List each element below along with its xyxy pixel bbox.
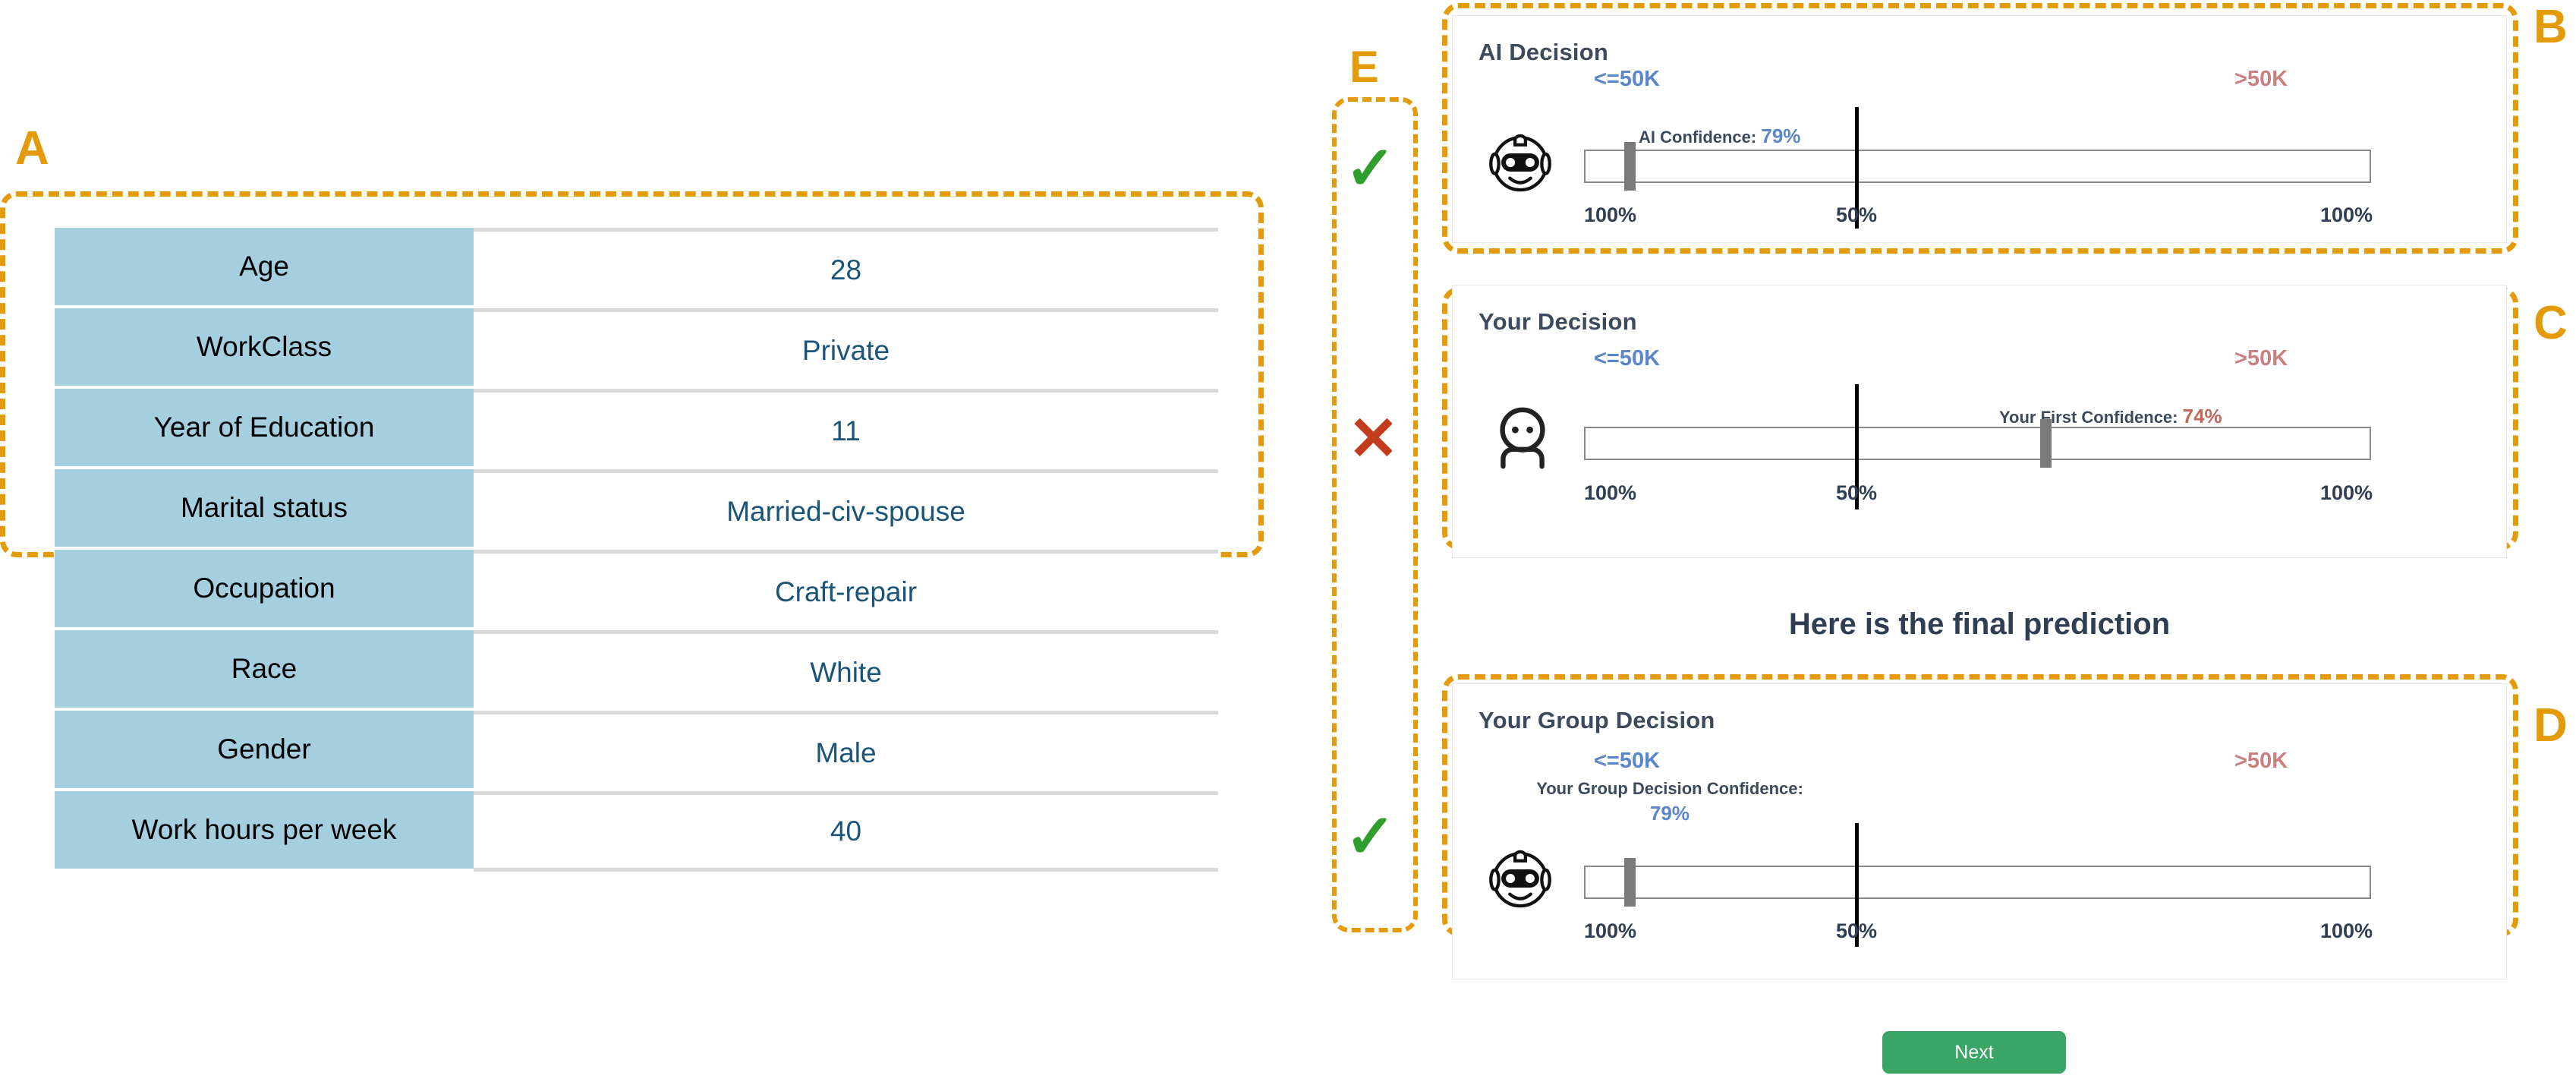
group-confidence-thumb[interactable] — [1624, 858, 1636, 907]
ai-tick-left: 100% — [1584, 203, 1637, 226]
your-confidence-track[interactable] — [1584, 427, 2371, 460]
ai-confidence-prefix: AI Confidence: — [1639, 128, 1757, 147]
ai-confidence-label: AI Confidence: 79% — [1639, 123, 1800, 150]
feature-value: 11 — [474, 389, 1218, 469]
next-button[interactable]: Next — [1882, 1031, 2066, 1074]
robot-icon — [1488, 130, 1553, 199]
verdict-group-check: ✓ — [1345, 803, 1397, 870]
final-prediction-heading: Here is the final prediction — [1788, 607, 2171, 641]
feature-value: Craft-repair — [474, 550, 1218, 630]
feature-key: Occupation — [55, 550, 474, 630]
feature-key: Age — [55, 228, 474, 308]
feature-value: Private — [474, 308, 1218, 389]
your-decision-slider-area: <=50K >50K Your First Confidence: 74% 10… — [1453, 285, 2506, 557]
ai-confidence-track[interactable] — [1584, 150, 2371, 183]
ai-tick-center: 50% — [1835, 203, 1878, 226]
your-confidence-label: Your First Confidence: 74% — [1999, 403, 2222, 430]
group-decision-card: Your Group Decision <=50K >50K Your Grou… — [1452, 683, 2507, 979]
feature-value: Male — [474, 711, 1218, 791]
your-tick-center: 50% — [1835, 481, 1878, 504]
your-decision-card: Your Decision <=50K >50K Your First Conf… — [1452, 285, 2507, 558]
ai-confidence-value: 79% — [1761, 125, 1801, 147]
your-decision-title: Your Decision — [1479, 308, 1637, 335]
ai-label-high: >50K — [2234, 67, 2288, 91]
annotation-letter-a: A — [15, 122, 49, 175]
group-label-low: <=50K — [1594, 749, 1661, 773]
your-confidence-thumb[interactable] — [2040, 419, 2052, 468]
annotation-letter-d: D — [2533, 699, 2568, 752]
person-icon — [1492, 403, 1553, 474]
ai-tick-right: 100% — [2319, 203, 2373, 226]
robot-icon — [1488, 846, 1553, 915]
feature-key: Marital status — [55, 469, 474, 550]
group-midline — [1855, 823, 1859, 947]
annotation-letter-e: E — [1349, 43, 1379, 92]
annotation-letter-c: C — [2533, 297, 2568, 349]
group-tick-right: 100% — [2319, 919, 2373, 942]
verdict-user-cross: ✕ — [1348, 405, 1400, 472]
feature-key: WorkClass — [55, 308, 474, 389]
your-confidence-prefix: Your First Confidence: — [1999, 408, 2178, 427]
your-label-low: <=50K — [1594, 346, 1661, 371]
your-confidence-value: 74% — [2182, 405, 2222, 427]
feature-key: Work hours per week — [55, 791, 474, 872]
feature-value: 40 — [474, 791, 1218, 872]
ai-decision-title: AI Decision — [1479, 39, 1609, 65]
feature-value: Married-civ-spouse — [474, 469, 1218, 550]
group-confidence-prefix: Your Group Decision Confidence: — [1536, 779, 1803, 798]
annotation-letter-b: B — [2533, 1, 2568, 53]
ai-label-low: <=50K — [1594, 67, 1661, 91]
group-decision-slider-area: <=50K >50K Your Group Decision Confidenc… — [1453, 684, 2506, 979]
verdict-ai-check: ✓ — [1345, 134, 1397, 202]
your-tick-left: 100% — [1584, 481, 1637, 504]
ai-decision-card: AI Decision <=50K >50K AI Confidence: 79… — [1452, 15, 2507, 243]
feature-value: White — [474, 630, 1218, 711]
group-confidence-label: Your Group Decision Confidence: 79% — [1510, 777, 1829, 827]
group-tick-center: 50% — [1835, 919, 1878, 942]
feature-key: Year of Education — [55, 389, 474, 469]
ai-midline — [1855, 107, 1859, 229]
your-tick-right: 100% — [2319, 481, 2373, 504]
group-label-high: >50K — [2234, 749, 2288, 773]
feature-key: Gender — [55, 711, 474, 791]
your-midline — [1855, 384, 1859, 509]
group-tick-left: 100% — [1584, 919, 1637, 942]
group-confidence-value: 79% — [1649, 801, 1690, 825]
ai-decision-slider-area: <=50K >50K AI Confidence: 79% 100% 50% 1… — [1453, 16, 2506, 242]
your-label-high: >50K — [2234, 346, 2288, 371]
ai-confidence-thumb[interactable] — [1624, 142, 1636, 191]
feature-value: 28 — [474, 228, 1218, 308]
group-decision-title: Your Group Decision — [1479, 707, 1715, 733]
feature-key: Race — [55, 630, 474, 711]
group-confidence-track[interactable] — [1584, 866, 2371, 899]
